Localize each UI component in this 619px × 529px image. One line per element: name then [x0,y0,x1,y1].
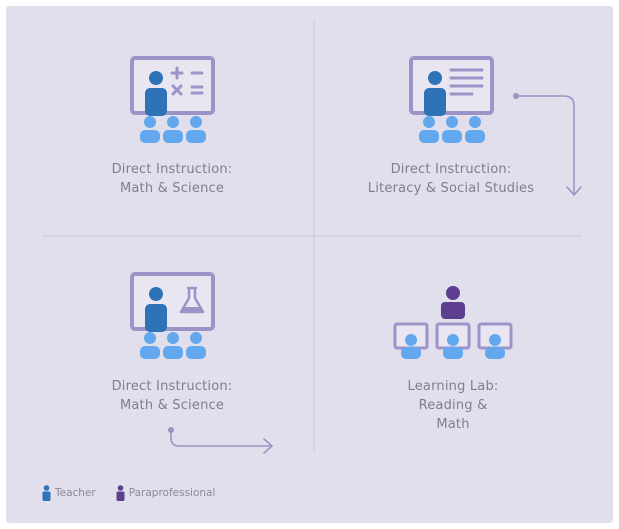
station-label-line: Direct Instruction: [111,162,233,177]
legend-label-paraprofessional: Paraprofessional [128,487,216,499]
whiteboard-math-icon [130,56,215,143]
station-label: Direct Instruction: Math & Science [72,160,272,198]
legend-label-teacher: Teacher [55,487,96,499]
rotation-arrow-icon [168,427,273,454]
station-label-line: Literacy & Social Studies [367,181,535,196]
station-label-line: Reading & [418,398,488,413]
whiteboard-text-icon [409,56,494,143]
station-label: Direct Instruction: Literacy & Social St… [341,160,561,198]
rotation-arrow-icon [513,93,582,196]
station-label: Learning Lab: Reading & Math [353,377,553,434]
legend: Teacher Paraprofessional [42,485,235,501]
diagram-artwork [42,20,582,454]
legend-item-teacher: Teacher [42,485,96,501]
teacher-icon [42,485,51,501]
station-rotation-diagram: Direct Instruction: Math & Science Direc… [6,6,613,523]
station-label: Direct Instruction: Math & Science [72,377,272,415]
station-label-line: Learning Lab: [407,379,499,394]
station-label-line: Direct Instruction: [111,379,233,394]
station-label-line: Direct Instruction: [390,162,512,177]
legend-item-paraprofessional: Paraprofessional [116,485,216,501]
station-label-line: Math [436,417,470,432]
station-label-line: Math & Science [119,398,225,413]
whiteboard-flask-icon [130,272,215,359]
station-label-line: Math & Science [119,181,225,196]
paraprofessional-icon [116,485,125,501]
computer-lab-icon [393,286,513,359]
